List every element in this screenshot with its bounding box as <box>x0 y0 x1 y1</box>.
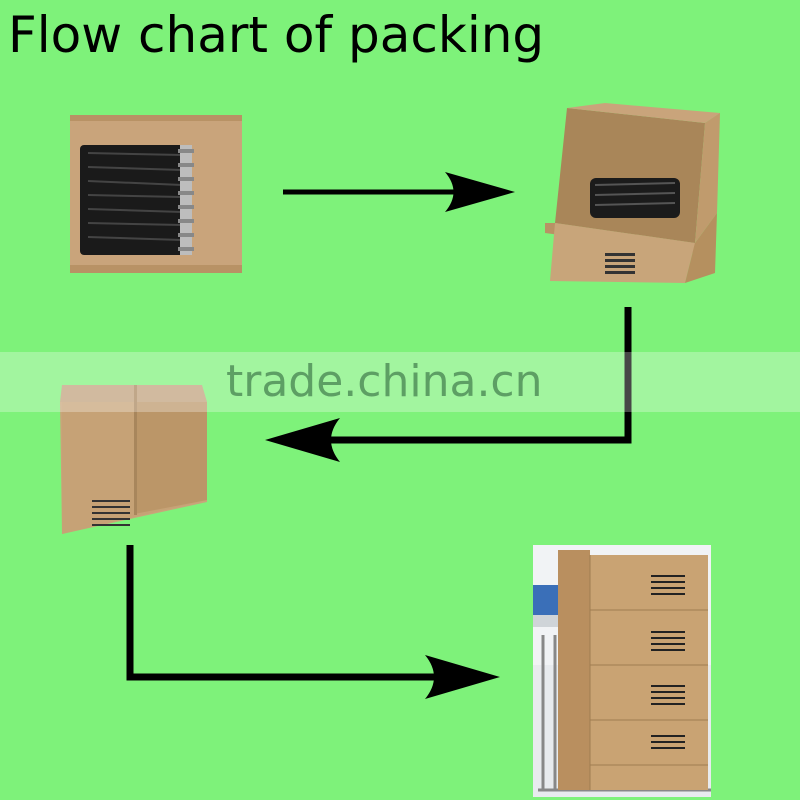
arrow-step3-to-step4 <box>126 545 500 699</box>
watermark-band <box>0 352 800 412</box>
page-title: Flow chart of packing <box>8 6 545 64</box>
watermark-text: trade.china.cn <box>226 356 543 407</box>
step-2-open-carton-photo <box>545 103 722 286</box>
step-4-stacked-cartons-photo <box>533 545 711 797</box>
step-3-sealed-carton-photo <box>52 382 212 542</box>
arrow-step2-to-step3 <box>265 307 632 462</box>
step-1-cables-photo <box>70 115 242 273</box>
arrow-step1-to-step2 <box>283 172 515 212</box>
